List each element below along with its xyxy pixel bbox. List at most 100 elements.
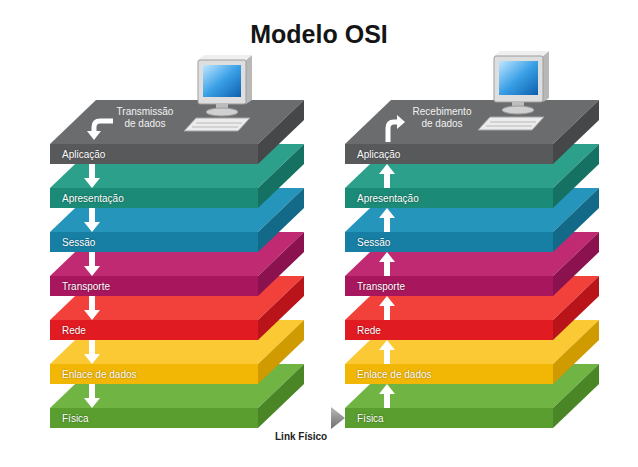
slab-front	[50, 364, 258, 384]
layer-band: Enlace de dados	[345, 364, 553, 384]
layer-name: Física	[50, 409, 89, 429]
arrow-head	[84, 178, 100, 188]
monitor-screen	[499, 61, 538, 95]
monitor-top	[198, 55, 252, 60]
arrow-shaft	[89, 340, 95, 355]
flow-arrow	[379, 164, 395, 188]
keyboard	[478, 117, 544, 130]
layer-name: Aplicação	[50, 145, 105, 165]
layer-name: Transporte	[345, 277, 405, 297]
slab-front	[345, 188, 553, 208]
layer-band: Física	[50, 408, 258, 428]
arrow-head	[84, 398, 100, 408]
keyboard-keys	[192, 123, 242, 127]
layer-name: Aplicação	[345, 145, 400, 165]
arrow-head	[379, 252, 395, 262]
layer-band: Transmissão de dadosAplicação	[50, 144, 258, 164]
arrow-shaft	[89, 384, 95, 399]
arrow-head	[84, 266, 100, 276]
layer-band: Recebimento de dadosAplicação	[345, 144, 553, 164]
slab-front	[345, 320, 553, 340]
bend-arrow-head	[87, 131, 101, 140]
arrow-shaft	[89, 208, 95, 223]
layer-name: Apresentação	[50, 189, 124, 209]
data-flow-caption: Transmissão de dados	[112, 106, 178, 130]
slab-front	[50, 408, 258, 428]
data-flow-caption: Recebimento de dados	[409, 106, 475, 130]
flow-arrow	[84, 296, 100, 320]
layer-name: Apresentação	[345, 189, 419, 209]
slab-front	[345, 232, 553, 252]
arrow-head	[379, 208, 395, 218]
monitor-base	[206, 108, 238, 116]
flow-arrow	[379, 384, 395, 408]
slab-front	[50, 320, 258, 340]
computer-icon	[478, 51, 549, 130]
layer-name: Rede	[345, 321, 381, 341]
arrow-head	[379, 296, 395, 306]
arrow-head	[84, 310, 100, 320]
arrow-shaft	[384, 393, 390, 408]
arrow-shaft	[384, 349, 390, 364]
flow-arrow	[84, 340, 100, 364]
flow-arrow	[84, 164, 100, 188]
layer-name: Enlace de dados	[50, 365, 137, 385]
arrow-head	[379, 340, 395, 350]
slab-side	[258, 100, 304, 164]
arrow-shaft	[384, 261, 390, 276]
arrow-head	[84, 354, 100, 364]
bend-arrow-head	[397, 115, 405, 129]
arrow-shaft	[384, 305, 390, 320]
keyboard-keys	[486, 122, 536, 126]
monitor-side	[246, 55, 252, 104]
slab-front	[50, 276, 258, 296]
monitor-screen	[203, 65, 241, 97]
arrow-shaft	[89, 296, 95, 311]
layer-band: Sessão	[50, 232, 258, 252]
layer-name: Enlace de dados	[345, 365, 432, 385]
bend-arrow-shaft	[94, 121, 113, 132]
flow-arrow	[379, 340, 395, 364]
arrow-shaft	[89, 252, 95, 267]
arrow-head	[379, 164, 395, 174]
arrow-shaft	[384, 173, 390, 188]
arrow-head	[84, 222, 100, 232]
slab-front	[50, 144, 258, 164]
slab-front	[345, 408, 553, 428]
flow-arrow	[379, 208, 395, 232]
layer-name: Transporte	[50, 277, 110, 297]
slab-front	[345, 276, 553, 296]
layer-name: Sessão	[50, 233, 95, 253]
slab-front	[50, 188, 258, 208]
layer-band: Sessão	[345, 232, 553, 252]
layer-name: Física	[345, 409, 384, 429]
flow-arrow	[379, 296, 395, 320]
computer-icon	[184, 55, 252, 131]
arrow-head	[379, 384, 395, 394]
layer-band: Física	[345, 408, 553, 428]
edge-label: Link Físico	[273, 431, 329, 442]
layer-band: Transporte	[50, 276, 258, 296]
arrow-shaft	[89, 164, 95, 179]
layer-band: Enlace de dados	[50, 364, 258, 384]
layer-band: Rede	[345, 320, 553, 340]
monitor-base	[502, 106, 534, 114]
keyboard	[184, 118, 250, 131]
layer-name: Sessão	[345, 233, 390, 253]
layer-name: Rede	[50, 321, 86, 341]
flow-arrow	[379, 252, 395, 276]
monitor-body	[198, 60, 246, 104]
layer-band: Transporte	[345, 276, 553, 296]
slab-front	[50, 232, 258, 252]
slab-front	[345, 364, 553, 384]
layer-band: Apresentação	[50, 188, 258, 208]
bend-arrow-shaft	[388, 122, 397, 142]
layer-band: Apresentação	[345, 188, 553, 208]
monitor-side	[543, 51, 549, 102]
monitor-body	[494, 56, 543, 102]
flow-bend-arrow	[388, 115, 405, 142]
monitor-top	[494, 51, 549, 56]
arrow-head	[331, 407, 345, 429]
flow-arrow	[84, 208, 100, 232]
physical-link-arrow	[258, 407, 345, 429]
